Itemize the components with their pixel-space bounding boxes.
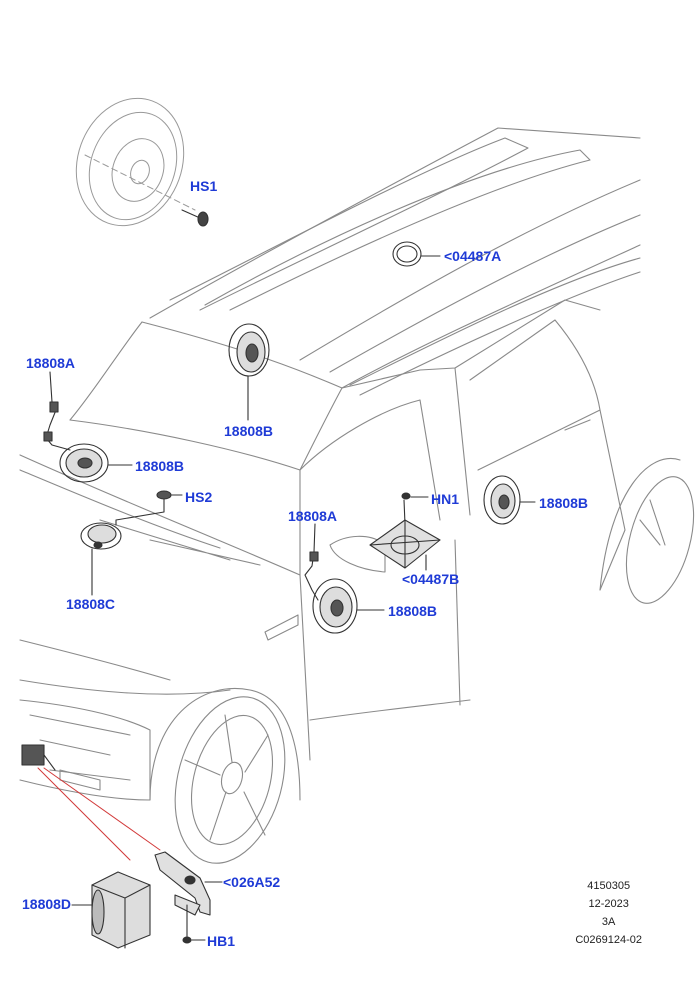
horn-18808d <box>91 871 151 949</box>
tweeter-18808c <box>80 522 122 596</box>
speaker-roof <box>228 323 270 421</box>
callout-hs2: HS2 <box>185 489 213 505</box>
callout-hb1: HB1 <box>207 933 236 949</box>
reference-version: 3A <box>601 916 616 928</box>
speaker-hs1-exploded <box>75 97 196 227</box>
screw-hs2 <box>115 490 183 526</box>
red-leaders <box>37 767 161 861</box>
speaker-door <box>312 578 385 634</box>
harness-door <box>304 523 319 601</box>
speaker-dash <box>59 443 133 483</box>
reference-illustration-id: C0269124-02 <box>575 934 642 946</box>
callout-04487b: <04487B <box>402 571 460 587</box>
grommet-04487a <box>392 241 441 267</box>
speaker-rear-door <box>483 475 536 525</box>
reference-date: 12-2023 <box>588 898 629 910</box>
callout-18808a-left: 18808A <box>26 355 76 371</box>
bolt-hb1 <box>182 904 206 944</box>
callout-026a52: <026A52 <box>223 874 281 890</box>
callout-18808d: 18808D <box>22 896 72 912</box>
callout-18808b-rear: 18808B <box>539 495 589 511</box>
harness-left <box>43 371 71 451</box>
callout-18808b-dash: 18808B <box>135 458 185 474</box>
callout-18808b-roof: 18808B <box>224 423 274 439</box>
callout-18808b-door: 18808B <box>388 603 438 619</box>
bracket-04487b <box>369 519 441 571</box>
nut-hn1 <box>401 492 429 525</box>
parts <box>21 97 536 949</box>
bracket-026a52 <box>154 851 223 916</box>
horn-mount <box>21 744 56 771</box>
callout-18808a-door: 18808A <box>288 508 338 524</box>
screw-hs1 <box>181 209 209 227</box>
callout-04487a: <04487A <box>444 248 502 264</box>
reference-block: 4150305 12-2023 3A C0269124-02 <box>575 877 642 949</box>
callout-hn1: HN1 <box>431 491 460 507</box>
reference-code: 4150305 <box>587 880 631 892</box>
callout-18808c: 18808C <box>66 596 116 612</box>
vehicle-outline <box>19 127 695 864</box>
callout-hs1: HS1 <box>190 178 218 194</box>
